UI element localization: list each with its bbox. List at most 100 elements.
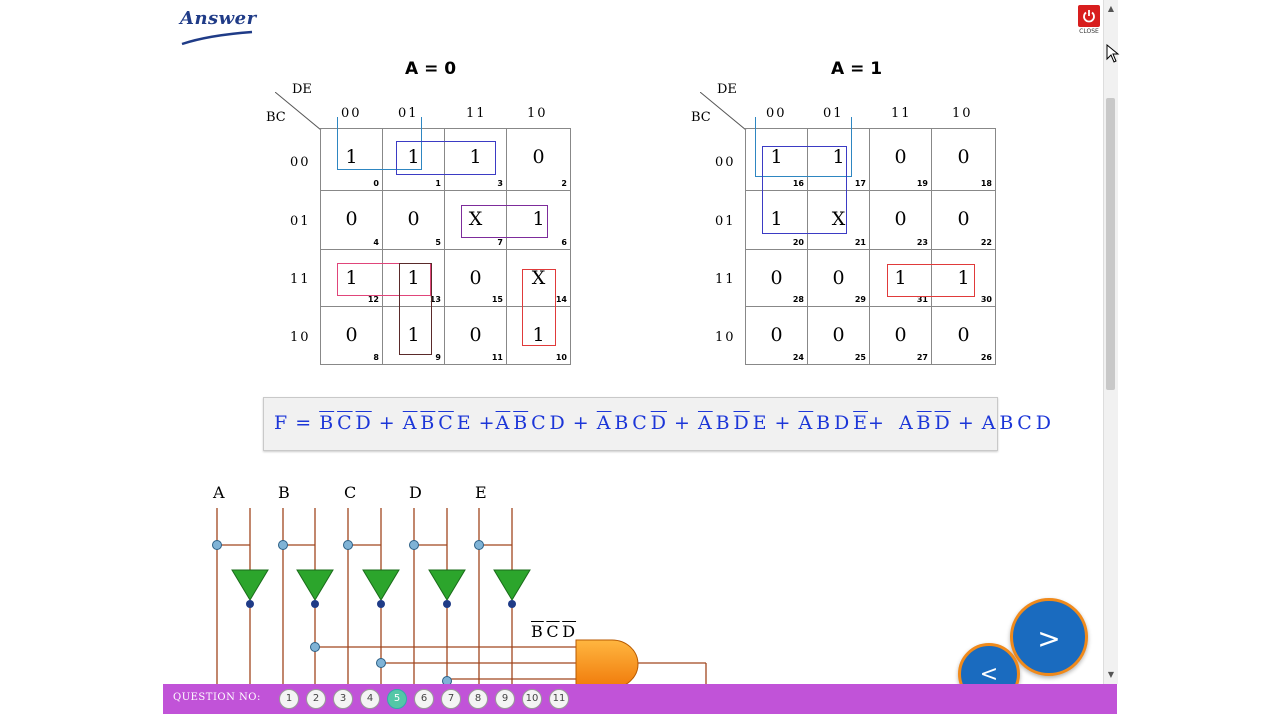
question-number-button[interactable]: 7 (441, 689, 461, 709)
question-number-button[interactable]: 5 (387, 689, 407, 709)
question-number-button[interactable]: 4 (360, 689, 380, 709)
question-label: QUESTION NO: (173, 692, 261, 703)
kmap-cell-index: 28 (792, 295, 804, 304)
kmap-cell-value: 1 (770, 146, 783, 168)
kmap-cell-index: 16 (792, 179, 804, 188)
kmap-cell-index: 0 (373, 179, 379, 188)
kmap-cell-index: 7 (497, 238, 503, 247)
next-button[interactable]: > (1010, 598, 1088, 676)
kmap-cell-index: 23 (916, 238, 928, 247)
kmap-cell: 1 16 (746, 129, 808, 191)
kmap-cell-value: 1 (345, 267, 358, 289)
question-number-button[interactable]: 1 (279, 689, 299, 709)
question-number-button[interactable]: 6 (414, 689, 434, 709)
close-label: CLOSE (1079, 28, 1099, 35)
input-label-a: A (213, 483, 225, 502)
kmap-cell-index: 20 (792, 238, 804, 247)
kmap-title-a0: A = 0 (405, 59, 457, 79)
logo-swoosh (181, 30, 253, 46)
kmap-diagonal (275, 92, 322, 131)
gate-label: B C D (531, 622, 577, 641)
question-number-button[interactable]: 2 (306, 689, 326, 709)
answer-logo: Answer (180, 6, 270, 46)
kmap-cell-value: 0 (894, 324, 907, 346)
kmap-cell-index: 21 (854, 238, 866, 247)
kmap-cell-value: 1 (894, 267, 907, 289)
kmap-cell-value: 1 (469, 146, 482, 168)
kmap-cell-index: 8 (373, 353, 379, 362)
kmap-cell-value: 1 (770, 208, 783, 230)
kmap-title-a1: A = 1 (831, 59, 883, 79)
kmap-row-var: BC (691, 110, 711, 125)
scroll-up-icon[interactable]: ▲ (1107, 4, 1115, 13)
col-head: 01 (398, 106, 419, 121)
kmap-cell-index: 9 (435, 353, 441, 362)
boolean-expression: F = B C D + A B C E +A B C D + A B C D +… (274, 412, 1052, 434)
kmap-cell-index: 29 (854, 295, 866, 304)
row-head: 11 (290, 272, 311, 287)
kmap-cell-value: 0 (894, 208, 907, 230)
kmap-cell: X 21 (808, 191, 870, 250)
vertical-scrollbar[interactable]: ▲ ▼ (1103, 0, 1118, 684)
col-head: 10 (527, 106, 548, 121)
question-number-button[interactable]: 9 (495, 689, 515, 709)
question-number-button[interactable]: 10 (522, 689, 542, 709)
kmap-cell-index: 6 (561, 238, 567, 247)
kmap-cell-value: 0 (894, 146, 907, 168)
kmap-cell-value: X (831, 208, 846, 230)
kmap-cell-index: 1 (435, 179, 441, 188)
kmap-cell-value: X (531, 267, 546, 289)
question-number-button[interactable]: 3 (333, 689, 353, 709)
kmap-cell-value: 0 (957, 146, 970, 168)
row-head: 01 (290, 214, 311, 229)
kmap-cell: 1 31 (870, 250, 932, 307)
content-page (163, 0, 1103, 720)
logic-circuit (212, 508, 707, 684)
input-label-e: E (475, 483, 487, 502)
kmap-cell-index: 2 (561, 179, 567, 188)
col-head: 10 (952, 106, 973, 121)
kmap-cell-index: 22 (980, 238, 992, 247)
mouse-cursor-icon (1106, 44, 1120, 63)
kmap-cell-index: 31 (916, 295, 928, 304)
kmap-cell-index: 5 (435, 238, 441, 247)
question-number-button[interactable]: 11 (549, 689, 569, 709)
kmap-cell-value: 0 (957, 324, 970, 346)
power-icon (1078, 5, 1100, 27)
kmap-cell-value: 0 (345, 324, 358, 346)
scroll-thumb[interactable] (1106, 98, 1115, 390)
kmap-cell-value: 1 (832, 146, 845, 168)
question-number-button[interactable]: 8 (468, 689, 488, 709)
kmap-cell-value: 1 (407, 267, 420, 289)
close-button[interactable]: CLOSE (1077, 5, 1101, 39)
kmap-cell-value: 0 (832, 324, 845, 346)
kmap-cell: 0 18 (932, 129, 995, 191)
scroll-down-icon[interactable]: ▼ (1107, 670, 1115, 679)
col-head: 00 (766, 106, 787, 121)
kmap-cell-value: 1 (532, 324, 545, 346)
logo-text: Answer (180, 8, 257, 29)
kmap-cell-index: 18 (980, 179, 992, 188)
kmap-cell-value: 1 (957, 267, 970, 289)
row-head: 11 (715, 272, 736, 287)
kmap-cell-value: 0 (345, 208, 358, 230)
kmap-cell-value: 1 (407, 146, 420, 168)
